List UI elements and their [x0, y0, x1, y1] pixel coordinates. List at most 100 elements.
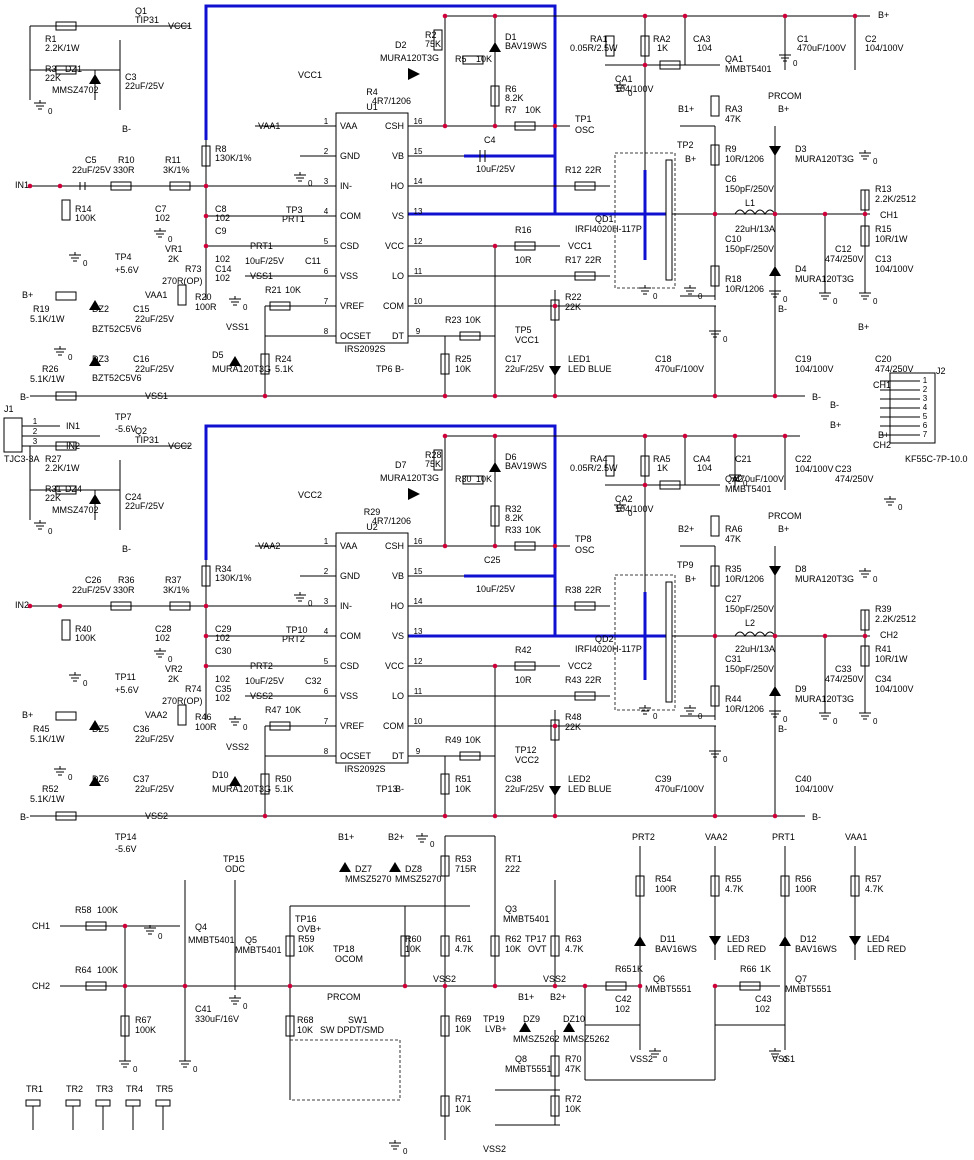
label-r20: R20	[195, 292, 212, 302]
ground-symbol	[293, 172, 307, 182]
label-c28: C28	[155, 624, 172, 634]
label-r73v: 270R(OP)	[162, 276, 203, 286]
label-r37: R37	[165, 575, 182, 585]
label-c17v: 22uF/25V	[505, 364, 544, 374]
label-r8: R8	[215, 144, 227, 154]
label-r61v: 4.7K	[455, 944, 474, 954]
junction-dot	[182, 983, 188, 989]
label-led2v: LED BLUE	[568, 784, 612, 794]
label-tp5: TP5	[515, 325, 532, 335]
u2-pin-14-number: 14	[414, 597, 423, 606]
ground-symbol	[228, 995, 242, 1005]
u2-pin-16-name: CSH	[385, 541, 404, 551]
label-r14v: 100K	[75, 213, 96, 223]
label-r52: R52	[42, 784, 59, 794]
label-tp18: TP18	[333, 944, 355, 954]
label-c36v: 22uF/25V	[135, 734, 174, 744]
label-vr1v: 2K	[168, 254, 179, 264]
label-r45v: 5.1K/1W	[30, 734, 65, 744]
label-vcc1c: VCC1	[515, 335, 539, 345]
label-d6v: BAV19WS	[505, 461, 547, 471]
label-vss2f: VSS2	[483, 1144, 506, 1154]
label-c5: C5	[85, 155, 97, 165]
label-q1v: TIP31	[135, 15, 159, 25]
ground-symbol	[53, 766, 67, 776]
label-r24: R24	[275, 354, 292, 364]
label-vss1c: VSS1	[226, 322, 249, 332]
junction-dot	[492, 243, 498, 249]
label-c14v: 102	[215, 273, 230, 283]
u1-pin-2-name: GND	[340, 151, 361, 161]
junction-dot	[287, 983, 293, 989]
label-r33: R33	[505, 525, 522, 535]
junction-dot	[27, 603, 33, 609]
label-tp4: TP4	[115, 252, 132, 262]
label-r36v: 330R	[113, 585, 135, 595]
label-r64: R64	[75, 965, 92, 975]
label-c32: C32	[305, 676, 322, 686]
r29-ref: R29	[364, 507, 381, 517]
label-prt2a: PRT2	[282, 634, 305, 644]
label-d9: D9	[795, 684, 807, 694]
label-tr3: TR3	[96, 1084, 113, 1094]
junction-dot	[822, 211, 828, 217]
ground-net-zero: 0	[308, 599, 313, 608]
label-prt1c: PRT1	[772, 832, 795, 842]
component-labels: U1IRS2092SR44R7/1206U2IRS2092SR294R7/120…	[4, 6, 968, 1154]
label-r59v: 10K	[298, 944, 314, 954]
label-l1: L1	[745, 198, 755, 208]
label-r8v: 130K/1%	[215, 153, 252, 163]
ground-net-zero: 0	[873, 157, 878, 166]
j1-pin-2: 2	[33, 427, 38, 436]
label-c2v: 104/100V	[865, 43, 904, 53]
ground-symbol	[118, 1058, 132, 1068]
label-tp1: TP1	[575, 114, 592, 124]
label-j1v: TJC3-3A	[4, 454, 40, 464]
ground-symbol	[33, 100, 47, 110]
junction-dot	[642, 13, 648, 19]
label-d5v: MURA120T3G	[212, 364, 271, 374]
u2-pin-13-number: 13	[414, 627, 423, 636]
label-r18v: 10R/1206	[725, 284, 764, 294]
label-r63: R63	[565, 934, 582, 944]
label-r13: R13	[875, 184, 892, 194]
label-qa1v: MMBT5401	[725, 64, 772, 74]
label-prt2c: PRT2	[632, 832, 655, 842]
channel-1	[3, 4, 936, 453]
label-c26v: 22uF/25V	[72, 585, 111, 595]
label-vr2v: 2K	[168, 674, 179, 684]
u2-pin-10-name: COM	[383, 721, 404, 731]
u2-pin-7-number: 7	[324, 717, 329, 726]
label-tp17: TP17	[525, 934, 547, 944]
label-c5v: 22uF/25V	[72, 165, 111, 175]
label-q4: Q4	[195, 922, 207, 932]
label-c40v: 104/100V	[795, 784, 834, 794]
label-c35v: 102	[215, 693, 230, 703]
label-bm3: B-	[395, 364, 404, 374]
label-c30v: 102	[215, 674, 230, 684]
label-r13v: 2.2K/2512	[875, 194, 916, 204]
label-r63v: 4.7K	[565, 944, 584, 954]
label-r67: R67	[135, 1015, 152, 1025]
label-r52v: 5.1K/1W	[30, 794, 65, 804]
u1-pin-14-name: HO	[391, 181, 405, 191]
label-c34v: 104/100V	[875, 684, 914, 694]
label-vcc1b: VCC1	[298, 70, 322, 80]
label-c36: C36	[133, 724, 150, 734]
label-d6: D6	[505, 452, 517, 462]
label-lvb: LVB+	[485, 1024, 507, 1034]
j1-pin-3: 3	[33, 437, 38, 446]
label-r10v: 330R	[113, 165, 135, 175]
label-dz8v: MMSZ5270	[395, 874, 442, 884]
label-c4v: 10uF/25V	[476, 164, 515, 174]
label-r35: R35	[725, 564, 742, 574]
label-c18: C18	[655, 354, 672, 364]
label-vss1d: VSS1	[772, 1054, 795, 1064]
label-c10: C10	[725, 234, 742, 244]
junction-dot	[122, 923, 128, 929]
label-vaa1b: VAA1	[145, 290, 167, 300]
label-c4: C4	[484, 135, 496, 145]
u1-pin-15-name: VB	[392, 151, 404, 161]
u2-pin-8-name: OCSET	[340, 751, 372, 761]
